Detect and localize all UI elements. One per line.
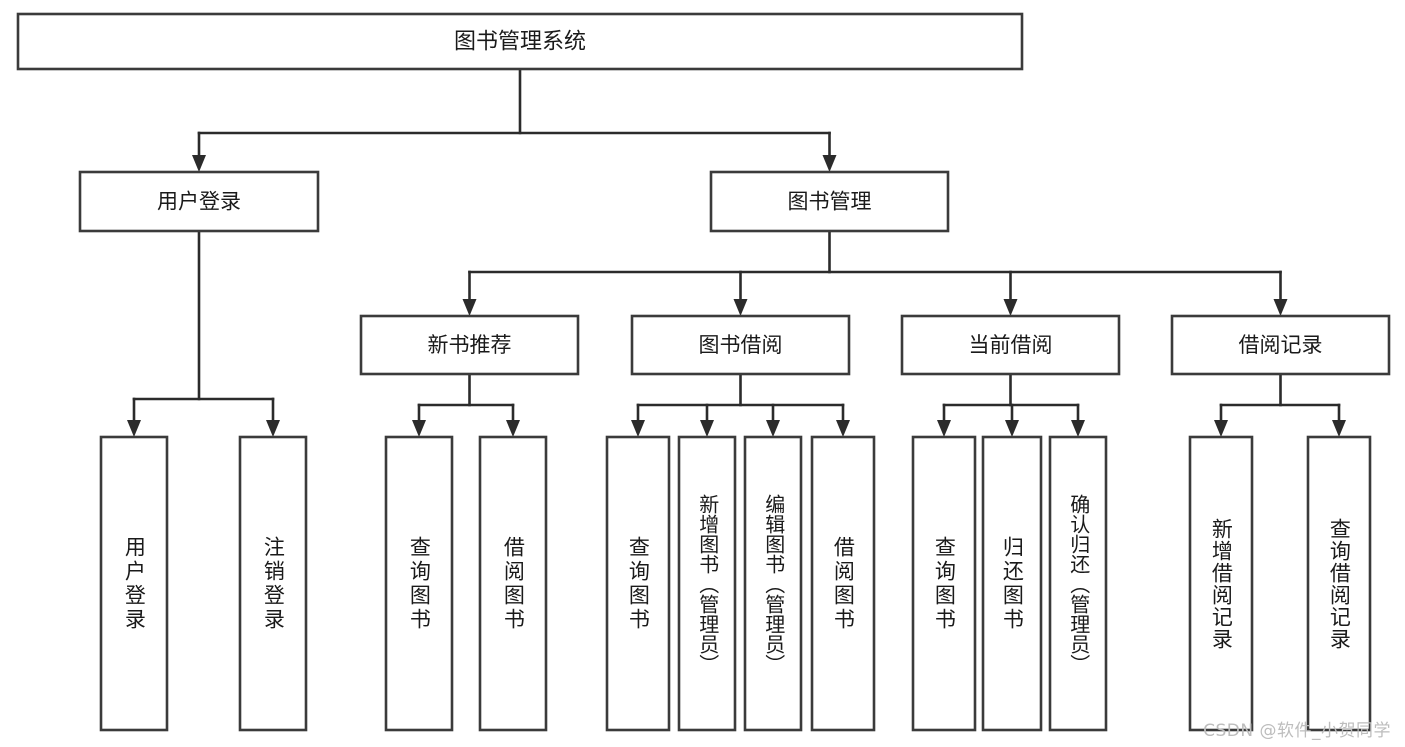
- arrow-head-icon: [1214, 420, 1228, 437]
- node-leaf-leaf-borrow-book-2[interactable]: [810, 435, 876, 732]
- node-leaf-leaf-edit-book-admin[interactable]: [743, 435, 803, 732]
- node-leaf-leaf-query-book-2[interactable]: [605, 435, 671, 732]
- node-level3-book-borrow[interactable]: [630, 314, 851, 376]
- arrow-head-icon: [631, 420, 645, 437]
- node-level3-new-book-rec[interactable]: [359, 314, 580, 376]
- arrow-head-icon: [700, 420, 714, 437]
- node-level3-current-borrow[interactable]: [900, 314, 1121, 376]
- node-root-label: 图书管理系统: [454, 30, 586, 55]
- node-level2-label-user-login: 用户登录: [157, 190, 241, 214]
- node-leaf-leaf-add-book-admin[interactable]: [677, 435, 737, 732]
- arrow-head-icon: [733, 299, 748, 316]
- arrow-head-icon: [266, 420, 280, 437]
- node-level3-label-new-book-rec: 新书推荐: [428, 333, 512, 357]
- arrow-head-icon: [127, 420, 141, 437]
- node-leaf-leaf-add-borrow-record[interactable]: [1188, 435, 1254, 732]
- arrow-head-icon: [937, 420, 951, 437]
- node-boxes: [16, 12, 1391, 732]
- node-leaf-leaf-query-book-3[interactable]: [911, 435, 977, 732]
- node-level2-book-manage[interactable]: [709, 170, 950, 233]
- node-root[interactable]: [16, 12, 1024, 71]
- arrow-head-icon: [836, 420, 850, 437]
- arrow-head-icon: [766, 420, 780, 437]
- node-level3-label-borrow-record: 借阅记录: [1239, 333, 1323, 357]
- arrow-head-icon: [192, 155, 206, 172]
- connector-lines: [127, 67, 1346, 437]
- node-level2-user-login[interactable]: [78, 170, 320, 233]
- node-level3-label-book-borrow: 图书借阅: [699, 333, 783, 357]
- arrow-head-icon: [1071, 420, 1085, 437]
- node-level2-label-book-manage: 图书管理: [788, 190, 872, 214]
- arrow-head-icon: [822, 155, 837, 172]
- node-leaf-leaf-user-logout[interactable]: [238, 435, 308, 732]
- node-level3-borrow-record[interactable]: [1170, 314, 1391, 376]
- node-leaf-leaf-user-login[interactable]: [99, 435, 169, 732]
- node-leaf-leaf-query-borrow-record[interactable]: [1306, 435, 1372, 732]
- node-leaf-leaf-return-book[interactable]: [981, 435, 1043, 732]
- arrow-head-icon: [1003, 299, 1018, 316]
- node-leaf-leaf-confirm-return-admin[interactable]: [1048, 435, 1108, 732]
- arrow-head-icon: [1005, 420, 1019, 437]
- node-level3-label-current-borrow: 当前借阅: [969, 333, 1053, 357]
- arrow-head-icon: [412, 420, 426, 437]
- node-leaf-leaf-query-book-1[interactable]: [384, 435, 454, 732]
- arrow-head-icon: [462, 299, 477, 316]
- arrow-head-icon: [1332, 420, 1346, 437]
- node-leaf-leaf-borrow-book-1[interactable]: [478, 435, 548, 732]
- arrow-head-icon: [506, 420, 520, 437]
- arrow-head-icon: [1273, 299, 1288, 316]
